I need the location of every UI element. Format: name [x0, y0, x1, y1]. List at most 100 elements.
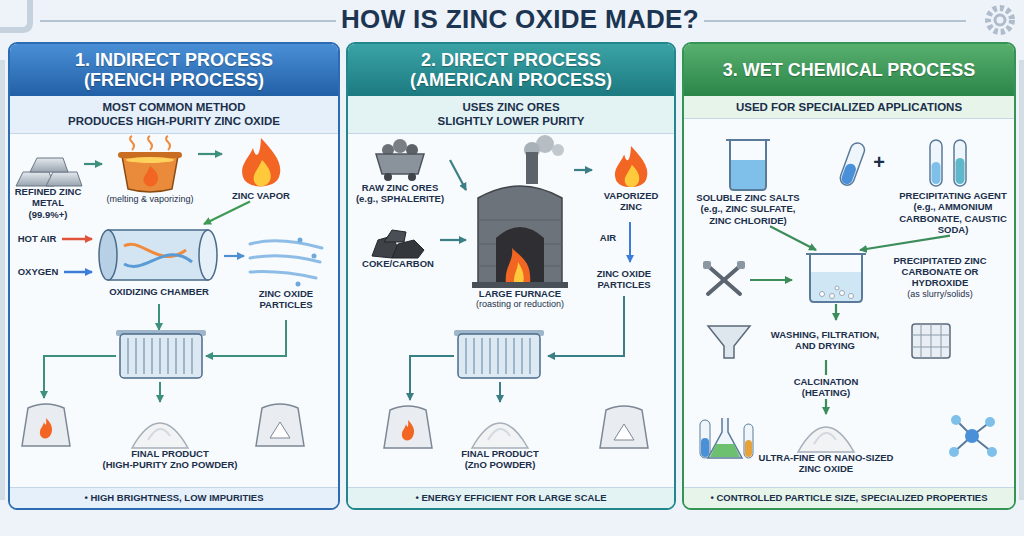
flow-label: ZINC OXIDE PARTICLES	[584, 268, 664, 291]
mixer-icon	[708, 266, 740, 294]
process-step: LARGE FURNACE(roasting or reduction)	[466, 138, 574, 310]
flow-arrow	[410, 222, 630, 402]
step-label: RAW ZINC ORES (e.g., SPHALERITE)	[350, 182, 450, 205]
powder-pile-icon	[148, 429, 170, 440]
test-tube-icon	[956, 158, 965, 184]
molecule-icon	[951, 415, 961, 425]
particle-stream-icon	[250, 241, 322, 248]
test-tube-icon	[932, 162, 941, 184]
powder-pile-icon	[472, 423, 528, 448]
oxidizing-chamber-icon	[99, 230, 117, 280]
filter-icon	[466, 338, 530, 374]
beaker-icon	[806, 254, 866, 302]
bag-icon	[600, 406, 648, 448]
process-step: PRECIPITATING AGENT (e.g., AMMONIUM CARB…	[896, 136, 1010, 236]
panel-ground	[347, 43, 675, 509]
step-note: (melting & vaporizing)	[102, 194, 198, 205]
test-tube-icon	[954, 140, 966, 186]
crucible-icon	[126, 157, 174, 163]
title-rule	[40, 20, 336, 22]
pipe-decoration	[1019, 60, 1024, 500]
process-step: VAPORIZED ZINC	[592, 146, 670, 213]
process-step: ZINC VAPOR	[222, 136, 300, 201]
bag-icon	[600, 406, 648, 448]
beaker-icon	[849, 294, 854, 299]
beaker-icon	[835, 286, 839, 290]
filter-icon	[454, 330, 544, 378]
powder-pile-icon	[472, 423, 528, 448]
flow-arrow	[158, 304, 160, 330]
filter-icon	[912, 324, 950, 358]
flow-arrow	[450, 160, 466, 190]
ingot-icon	[16, 158, 82, 186]
flow-arrow	[84, 163, 102, 165]
beaker-icon	[806, 253, 866, 255]
mixer-icon	[703, 261, 711, 269]
panel-heading: 1. INDIRECT PROCESS (FRENCH PROCESS)	[10, 44, 338, 96]
flow-arrow	[44, 239, 286, 402]
test-tube-icon	[840, 162, 858, 185]
flow-arrow	[770, 226, 816, 250]
flow-label: HOT AIR	[14, 233, 60, 244]
bag-icon	[402, 420, 414, 440]
filter-icon	[116, 330, 206, 378]
process-step: OXIDIZING CHAMBER	[94, 224, 224, 297]
flow-arrow	[835, 304, 837, 320]
flame-icon	[254, 160, 271, 186]
process-step: RAW ZINC ORES (e.g., SPHALERITE)	[350, 140, 450, 205]
mine-cart-icon	[393, 139, 407, 153]
particle-stream-icon	[312, 254, 317, 259]
oxidizing-chamber-icon	[99, 230, 217, 280]
flame-icon	[242, 138, 280, 186]
mine-cart-icon	[408, 173, 416, 181]
beaker-icon	[726, 140, 770, 190]
crucible-icon	[118, 136, 182, 192]
furnace-icon	[514, 262, 524, 284]
title-rule	[704, 20, 966, 22]
funnel-icon	[708, 326, 750, 358]
furnace-icon	[526, 152, 538, 184]
flow-arrow	[440, 239, 466, 241]
bag-icon	[40, 418, 52, 438]
powder-pile-icon	[814, 433, 836, 444]
lab-glassware-icon	[710, 444, 740, 457]
molecule-icon	[987, 447, 997, 457]
flow-label: OXYGEN	[14, 266, 62, 277]
flow-arrow	[750, 280, 792, 281]
mine-cart-icon	[384, 173, 392, 181]
particle-stream-icon	[250, 238, 322, 287]
powder-pile-icon	[488, 429, 510, 440]
powder-pile-icon	[132, 423, 188, 448]
molecule-icon	[965, 429, 979, 443]
flow-arrow	[750, 279, 792, 281]
flow-arrow	[44, 356, 116, 398]
process-step: (melting & vaporizing)	[102, 136, 198, 205]
coal-icon	[384, 230, 406, 242]
filter-icon	[912, 324, 950, 358]
crucible-icon	[130, 136, 134, 150]
furnace-icon	[496, 227, 544, 284]
flow-arrow	[204, 201, 250, 224]
flame-icon	[242, 138, 280, 186]
bag-icon	[256, 404, 304, 446]
flow-arrow	[224, 255, 244, 257]
panel-footnote: • CONTROLLED PARTICLE SIZE, SPECIALIZED …	[684, 487, 1014, 508]
step-label: COKE/CARBON	[356, 258, 440, 269]
beaker-icon	[811, 272, 861, 301]
panel-footnote: • ENERGY EFFICIENT FOR LARGE SCALE	[348, 487, 674, 508]
filter-icon	[912, 324, 950, 358]
step-label: WASHING, FILTRATION, AND DRYING	[764, 329, 886, 352]
process-step: ZINC OXIDE PARTICLES	[244, 232, 328, 311]
bag-icon	[270, 422, 290, 438]
arrow-label: CALCINATION (HEATING)	[778, 375, 874, 400]
filter-icon	[458, 334, 540, 378]
gear-decoration	[988, 8, 1012, 32]
process-step: REFINED ZINC METAL (99.9%+)	[12, 142, 84, 220]
panel-heading: 2. DIRECT PROCESS (AMERICAN PROCESS)	[348, 44, 674, 96]
ingot-icon	[30, 158, 68, 172]
flame-icon	[625, 165, 640, 187]
beaker-icon	[726, 139, 770, 141]
mixer-icon	[737, 261, 745, 269]
